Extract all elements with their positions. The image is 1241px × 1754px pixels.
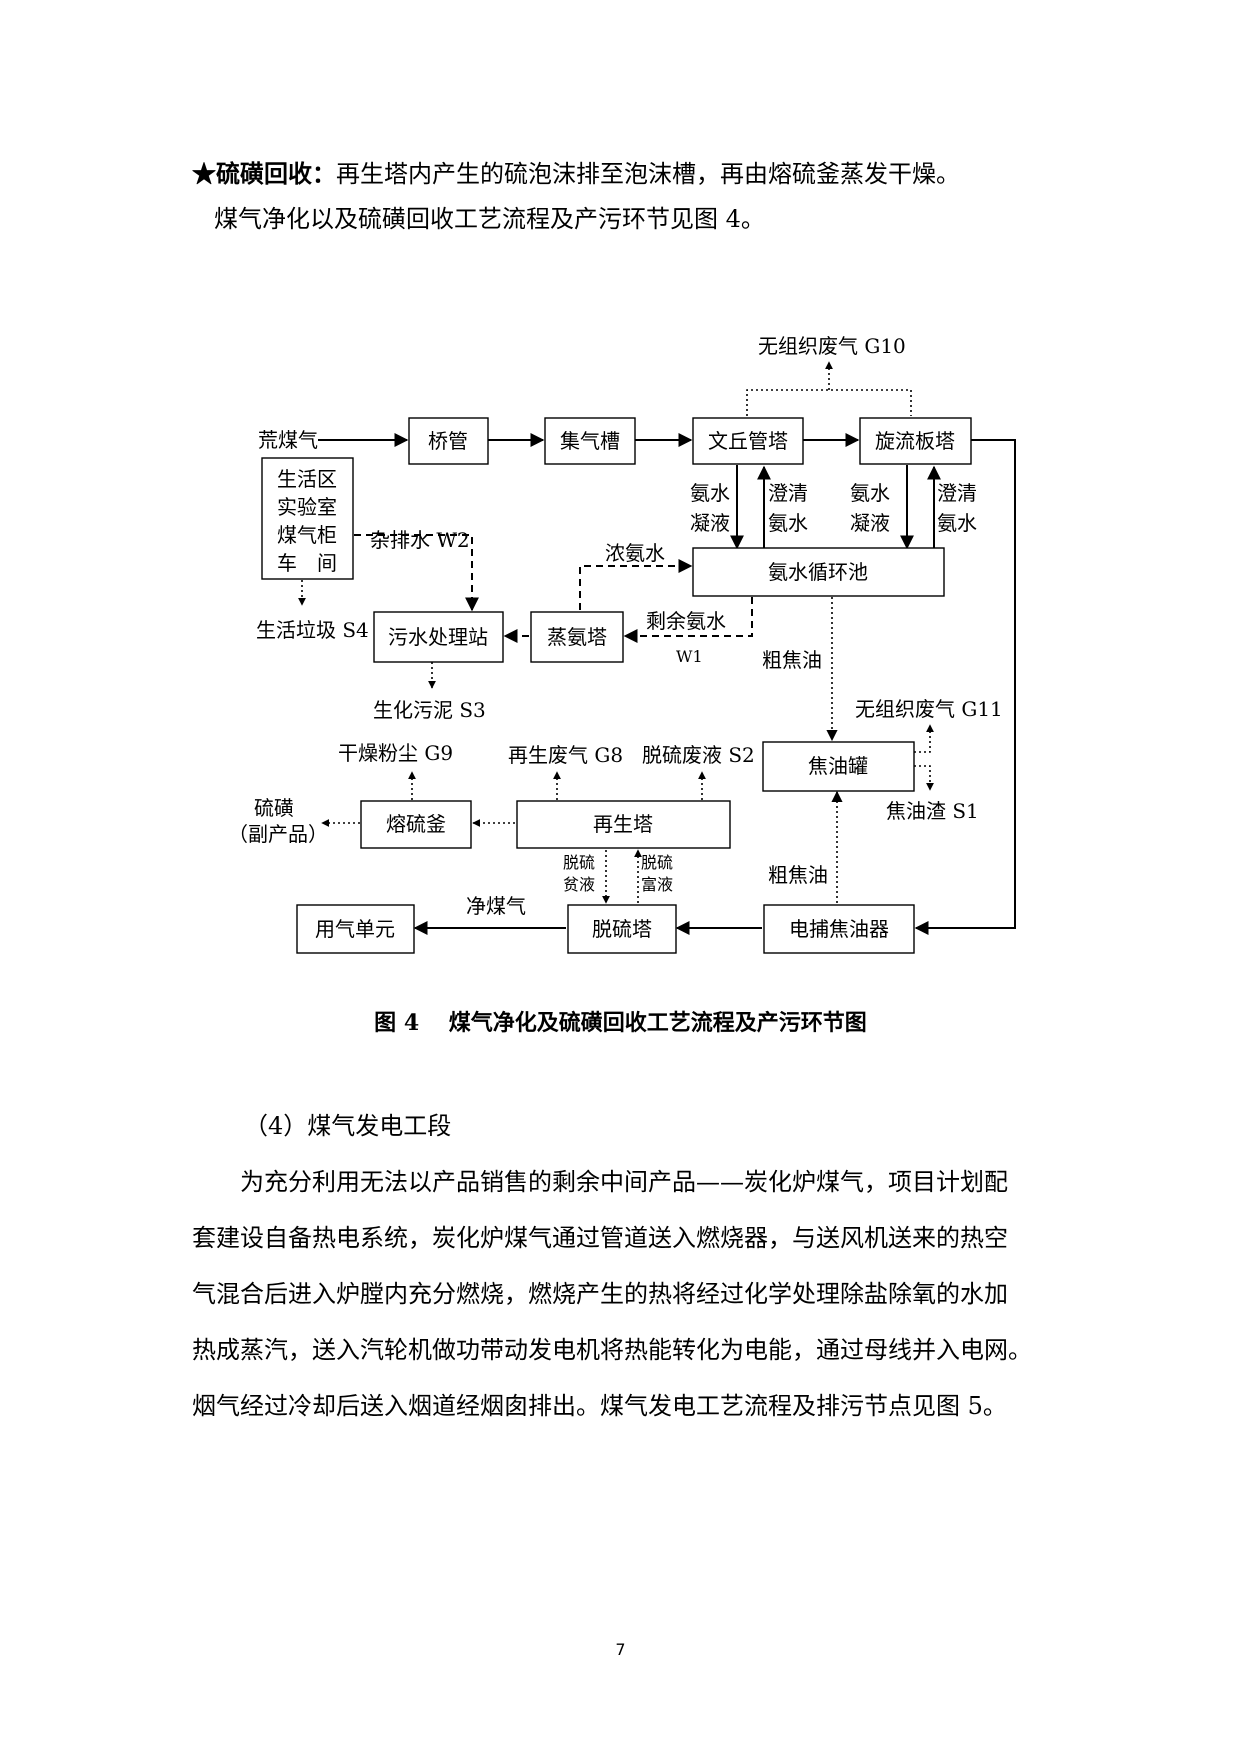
arrow-w2 xyxy=(354,534,479,612)
label-anshui-1b: 氨水 xyxy=(768,511,808,535)
label-tuoliu-fuye-1: 脱硫 xyxy=(641,853,673,872)
body-line-3: 气混合后进入炉膛内充分燃烧，燃烧产生的热将经过化学处理除盐除氧的水加 xyxy=(192,1280,1008,1308)
box-zaisheng: 再生塔 xyxy=(516,800,731,849)
box-jiqicao: 集气槽 xyxy=(544,417,636,465)
box-wushui-label: 污水处理站 xyxy=(388,625,488,649)
intro-line2: 煤气净化以及硫磺回收工艺流程及产污环节见图 4。 xyxy=(214,205,765,233)
label-tuoliu-pinye-1: 脱硫 xyxy=(563,853,595,872)
label-chengqing-2: 澄清 xyxy=(937,481,977,505)
box-qiaoguan-label: 桥管 xyxy=(428,429,468,453)
label-zaishengfeiqi-g8: 再生废气 G8 xyxy=(508,743,623,767)
label-liuhuang: 硫磺 xyxy=(254,796,294,820)
box-tuoliu-label: 脱硫塔 xyxy=(592,917,652,941)
label-tuoliu-fuye-2: 富液 xyxy=(641,875,673,894)
label-anshui-1: 氨水 xyxy=(690,481,730,505)
label-tuoliufeiye-s2: 脱硫废液 S2 xyxy=(642,743,755,767)
label-g11: 无组织废气 G11 xyxy=(855,697,1003,721)
box-wushui: 污水处理站 xyxy=(373,611,504,663)
arrow-shengyuanshui xyxy=(623,597,753,643)
body-line-4: 热成蒸汽，送入汽轮机做功带动发电机将热能转化为电能，通过母线并入电网。 xyxy=(192,1336,1032,1364)
line-g10 xyxy=(746,389,912,416)
box-zhengan: 蒸氨塔 xyxy=(530,611,624,663)
body-line-5: 烟气经过冷却后送入烟道经烟囱排出。煤气发电工艺流程及排污节点见图 5。 xyxy=(192,1392,1007,1420)
arrow-g11 xyxy=(914,724,934,753)
label-shengyuanshui: 剩余氨水 xyxy=(646,609,726,633)
label-huangmeiqi: 荒煤气 xyxy=(258,428,318,452)
box-wenqiu-label: 文丘管塔 xyxy=(708,429,788,453)
box-yongqi-label: 用气单元 xyxy=(315,917,395,941)
box-zaisheng-label: 再生塔 xyxy=(593,812,653,836)
label-cujiaoyou-1: 粗焦油 xyxy=(762,648,822,672)
intro-lead-bold: ★硫磺回收： xyxy=(192,159,336,188)
box-shenghuo-line3: 煤气柜 xyxy=(277,523,337,547)
label-ningye-2: 凝液 xyxy=(850,511,890,535)
arrow-s1 xyxy=(914,765,934,791)
box-shenghuo-line4: 车 间 xyxy=(277,551,337,575)
label-w1: W1 xyxy=(676,647,703,666)
label-ganzaofenchen-g9: 干燥粉尘 G9 xyxy=(338,741,453,765)
label-anshui-2: 氨水 xyxy=(850,481,890,505)
box-xuanliu: 旋流板塔 xyxy=(859,417,972,465)
section-heading: （4）煤气发电工段 xyxy=(244,1112,452,1140)
box-shenghuo-line2: 实验室 xyxy=(277,495,337,519)
label-tuoliu-pinye-2: 贫液 xyxy=(563,875,595,894)
label-zapaishui-w2: 杂排水 W2 xyxy=(370,528,470,552)
label-chengqing-1: 澄清 xyxy=(768,481,808,505)
label-fuchanpin: （副产品） xyxy=(228,822,328,846)
intro-lead-text: 再生塔内产生的硫泡沫排至泡沫槽，再由熔硫釜蒸发干燥。 xyxy=(336,160,960,188)
box-jiqicao-label: 集气槽 xyxy=(560,429,620,453)
box-dianbu-label: 电捕焦油器 xyxy=(789,917,889,941)
box-jiaoyouguan-label: 焦油罐 xyxy=(808,754,868,778)
label-shenghuolaji-s4: 生活垃圾 S4 xyxy=(256,618,369,642)
label-jingmeiqi: 净煤气 xyxy=(466,894,526,918)
box-dianbu: 电捕焦油器 xyxy=(763,904,915,954)
box-xuanliu-label: 旋流板塔 xyxy=(875,429,955,453)
intro-paragraph: ★硫磺回收：再生塔内产生的硫泡沫排至泡沫槽，再由熔硫釜蒸发干燥。 xyxy=(192,158,960,190)
body-line-2: 套建设自备热电系统，炭化炉煤气通过管道送入燃烧器，与送风机送来的热空 xyxy=(192,1224,1008,1252)
label-ningye-1: 凝液 xyxy=(690,511,730,535)
label-g10: 无组织废气 G10 xyxy=(758,334,906,358)
box-anshui-pool: 氨水循环池 xyxy=(692,547,945,597)
process-flow-diagram: 桥管 集气槽 文丘管塔 旋流板塔 生活区 实验室 煤气柜 车 间 氨水循环池 污… xyxy=(228,334,1016,954)
box-yongqi: 用气单元 xyxy=(296,904,415,954)
box-anshui-pool-label: 氨水循环池 xyxy=(768,560,868,584)
label-nonganshui: 浓氨水 xyxy=(605,541,665,565)
box-qiaoguan: 桥管 xyxy=(408,417,489,465)
page-number: 7 xyxy=(615,1640,626,1659)
box-tuoliu: 脱硫塔 xyxy=(567,904,677,954)
box-rongliufu: 熔硫釜 xyxy=(360,800,472,849)
box-shenghuo: 生活区 实验室 煤气柜 车 间 xyxy=(261,457,354,580)
label-jiaoyouzha-s1: 焦油渣 S1 xyxy=(886,799,979,823)
label-anshui-2b: 氨水 xyxy=(937,511,977,535)
arrow-nonganshui xyxy=(579,559,693,622)
figure-caption: 图 4 煤气净化及硫磺回收工艺流程及产污环节图 xyxy=(374,1010,867,1036)
box-zhengan-label: 蒸氨塔 xyxy=(547,625,607,649)
label-cujiaoyou-2: 粗焦油 xyxy=(768,863,828,887)
box-rongliufu-label: 熔硫釜 xyxy=(386,812,446,836)
label-shenghuawuni-s3: 生化污泥 S3 xyxy=(373,698,486,722)
box-wenqiu: 文丘管塔 xyxy=(692,417,804,465)
box-jiaoyouguan: 焦油罐 xyxy=(762,741,915,792)
arrow-xuanliu-dianbu xyxy=(914,439,1016,935)
body-line-1: 为充分利用无法以产品销售的剩余中间产品——炭化炉煤气，项目计划配 xyxy=(192,1168,1008,1196)
box-shenghuo-line1: 生活区 xyxy=(277,467,337,491)
